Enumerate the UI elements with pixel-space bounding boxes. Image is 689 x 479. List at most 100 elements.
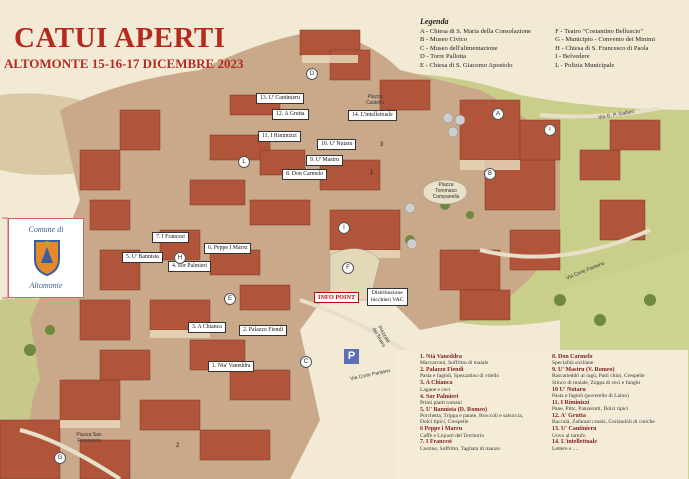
menu-entry: 9. U' Mastru (V. Romeo)Rascatieddri al r…	[552, 367, 684, 386]
menu-entry-dishes: Specialità siciliane	[552, 360, 594, 367]
marker-b: B	[484, 168, 496, 180]
marker-i-2: I	[338, 222, 350, 234]
map-label-1: 1. Nta' Vaneddra	[208, 361, 255, 372]
distrib-line-1: Distribuzione	[371, 290, 403, 296]
cup-distribution-label: Distribuzione bicchieri VAC	[367, 288, 408, 306]
menu-entry-dishes: Costine, Soffritto, Tagliata di manzo	[420, 445, 501, 452]
menu-entry: 5. U' Bannista (D. Romeo)Porchetta, Trip…	[420, 407, 552, 426]
menu-entry-name: 11. I Riminizzi	[552, 399, 590, 406]
menu-entry-dishes: Porchetta, Trippa e patate, Broccoli e s…	[420, 413, 524, 420]
menu-entry-name: 12. A' Grutta	[552, 413, 586, 420]
menu-entry-dishes: Pasta e fagioli, Spezzatino di vitello	[420, 373, 500, 380]
map-label-7: 7. I Francesi	[152, 232, 189, 243]
legend: Legenda A - Chiesa di S. Maria della Con…	[420, 17, 685, 71]
menu-entry-name: 1. Ntà Vaneddra	[420, 354, 462, 360]
map-label-4: 4. Sor Palmieri	[168, 261, 211, 272]
legend-item: I - Belvedere	[555, 53, 590, 61]
menu-entry-name: 2. Palazzo Fiendi	[420, 367, 464, 374]
legend-item: C - Museo dell'alimentazione	[420, 44, 498, 52]
parking-icon: P	[344, 349, 359, 364]
menu-entry-dishes: Maccarruni, Soffritto di maiale	[420, 360, 489, 367]
map-label-12: 12. A Grutta	[272, 109, 309, 120]
menu-entry-dishes: Lagane e ceci	[420, 386, 451, 393]
marker-f: F	[342, 262, 354, 274]
marker-d: D	[306, 68, 318, 80]
legend-item: G - Municipio - Convento dei Minimi	[555, 36, 656, 44]
legend-item: B - Museo Civico	[420, 36, 468, 44]
page-title: CATUI APERTI	[14, 22, 226, 54]
menu-entry-name: 6 Peppe i Marru	[420, 426, 463, 433]
marker-a: A	[492, 108, 504, 120]
marker-g: G	[54, 452, 66, 464]
legend-right-column: F - Teatro "Costantino Belluscio" G - Mu…	[555, 28, 685, 71]
municipality-logo: Comune di Altomonte	[8, 218, 84, 298]
menu-entry-name: 8. Don Carmelo	[552, 354, 593, 360]
logo-bottom-text: Altomonte	[29, 281, 63, 290]
marker-3: 3	[380, 142, 384, 148]
piazza-castello-label: Piazza Castello	[365, 94, 385, 106]
menu-entry-dishes: Primi piatti romani	[420, 399, 462, 406]
event-dates: ALTOMONTE 15-16-17 DICEMBRE 2023	[4, 56, 244, 71]
menu-entry-name: 14. L'intellettuale	[552, 439, 597, 446]
map-label-10: 10. U' Nutaru	[317, 139, 357, 150]
marker-h: H	[174, 252, 186, 264]
legend-item: E - Chiesa di S. Giacomo Apostolo	[420, 61, 513, 69]
map-label-5: 5. U' Bannista	[122, 252, 163, 263]
menu-entry-dishes: Rascatieddri al ragù, Patti chini, Cresp…	[552, 373, 645, 380]
legend-left-column: A - Chiesa di S. Maria della Consolazion…	[420, 28, 555, 71]
distrib-line-2: bicchieri VAC	[371, 297, 404, 303]
legend-item: D - Torre Pallotta	[420, 53, 467, 61]
menu-entry-dishes: Uovo al tartufo	[552, 432, 586, 439]
menu-entry-dishes: Caffè e Liquori del Territorio	[420, 432, 485, 439]
map-label-3: 3. A Chianca	[188, 322, 226, 333]
menu-entry-dishes: Baccalà, Zafarani cruski, Coriandoli di …	[552, 419, 655, 426]
menu-entry-name: 10 U' Nutaru	[552, 386, 586, 393]
marker-2: 2	[176, 443, 180, 449]
legend-item: L - Polizia Municipale	[555, 61, 615, 69]
map-label-8: 8. Don Carmelo	[282, 169, 328, 180]
map-label-6: 6. Peppe I Marru	[204, 243, 252, 254]
marker-c: C	[300, 356, 312, 368]
map-label-13: 13. U' Cantinieru	[256, 93, 304, 104]
menu-entry-name: 4. Sor Palmieri	[420, 393, 459, 400]
menu-entry-name: 5. U' Bannista (D. Romeo)	[420, 406, 487, 413]
menu-entry-dishes: Pasta e fagioli (poverello di Laino)	[552, 392, 629, 399]
menu-entry-name: 13. U' Cantinieru	[552, 426, 597, 433]
piazza-san-francesco-label: Piazza San Francesco	[76, 432, 102, 444]
info-point-label: INFO POINT	[314, 292, 360, 303]
coat-of-arms-icon	[34, 240, 60, 277]
map-label-9: 9. U' Mastru	[306, 155, 343, 166]
menu-entry-dishes: Dolci tipici, Crespelle	[420, 419, 469, 426]
menu-entry-dishes: Lettere e ....	[552, 445, 579, 452]
map-label-2: 2. Palazzo Fiendi	[239, 325, 288, 336]
map-label-14: 14. L'intellettuale	[348, 110, 397, 121]
map-label-11: 11. I Riminizzi	[258, 131, 301, 142]
legend-item: H - Chiesa di S. Francesco di Paola	[555, 44, 649, 52]
marker-l: L	[238, 156, 250, 168]
marker-e: E	[224, 293, 236, 305]
menu-entry-name: 9. U' Mastru (V. Romeo)	[552, 367, 615, 374]
menu-entry-name: 7. I Francesi	[420, 439, 452, 446]
menu-entry-dishes: Stinco di maiale, Zuppa di ceci e funghi	[552, 379, 640, 386]
legend-item: A - Chiesa di S. Maria della Consolazion…	[420, 27, 531, 35]
marker-1: 1	[370, 170, 374, 176]
legend-title: Legenda	[420, 17, 449, 26]
menu-entry-name: 3. A Chianca	[420, 380, 453, 387]
marker-i: I	[544, 124, 556, 136]
logo-top-text: Comune di	[28, 225, 64, 234]
